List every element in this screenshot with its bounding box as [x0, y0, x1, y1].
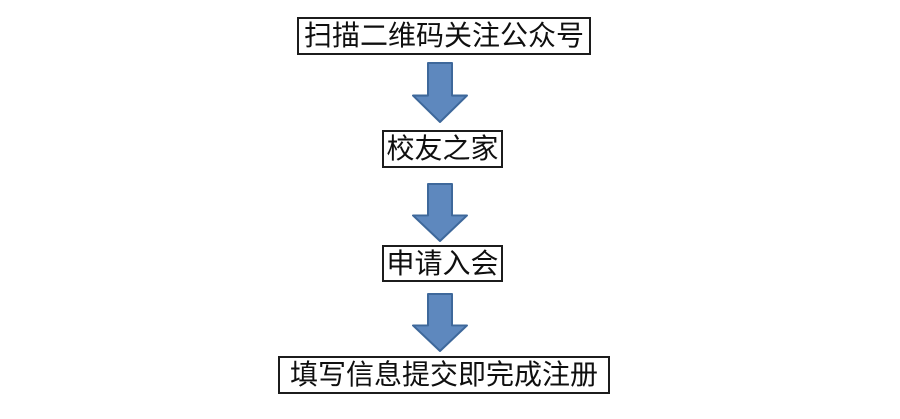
flow-step-alumni-home: 校友之家 [382, 130, 503, 168]
down-arrow-icon [412, 183, 468, 242]
down-arrow-glyph [412, 183, 468, 242]
down-arrow-icon [412, 62, 468, 123]
down-arrow-glyph [412, 62, 468, 123]
down-arrow-icon [412, 293, 468, 352]
flow-step-apply-membership: 申请入会 [382, 245, 503, 282]
flow-step-submit-registration: 填写信息提交即完成注册 [278, 356, 610, 394]
flow-step-scan-qr-code: 扫描二维码关注公众号 [297, 17, 591, 55]
down-arrow-glyph [412, 293, 468, 352]
